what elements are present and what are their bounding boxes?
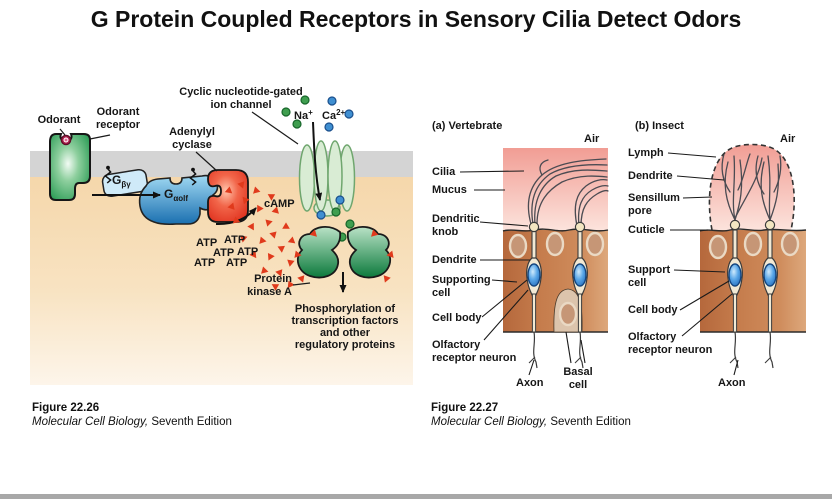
mucus-layer — [503, 148, 608, 230]
figure-22-27-caption: Figure 22.27 Molecular Cell Biology, Sev… — [431, 402, 631, 429]
epithelium-surface-line — [502, 228, 609, 232]
caption-number: Figure 22.26 — [32, 402, 100, 414]
ion-flow-arrow — [312, 121, 323, 201]
calcium-ions — [316, 96, 354, 220]
odorant-label: Odorant — [37, 114, 81, 126]
insect-cell-body-label: Cell body — [628, 304, 678, 316]
lymph-label: Lymph — [628, 147, 664, 159]
cilia-bundle — [527, 158, 609, 227]
cyclic-nucleotide-gated-channel — [298, 140, 356, 217]
cuticle-surface-line — [699, 228, 807, 232]
support-cell-nuclei — [708, 231, 800, 260]
sensillum-dashed-outline — [708, 143, 795, 231]
odorant-receptor-label: Odorant receptor — [95, 106, 141, 131]
atp-label: ATP — [213, 247, 235, 259]
panel-a-leader-lines — [459, 170, 586, 376]
panel-a-title: (a) Vertebrate — [432, 120, 503, 132]
figure-22-26-caption: Figure 22.26 Molecular Cell Biology, Sev… — [32, 402, 232, 429]
panel-b-air-label: Air — [780, 133, 796, 145]
phosphorylation-label: Phosphorylation of transcription factors… — [291, 303, 399, 351]
insect-dendrite-label: Dendrite — [628, 170, 673, 182]
odorant-molecule-core — [63, 137, 69, 143]
panel-b-title: (b) Insect — [635, 120, 684, 132]
atp-label: ATP — [226, 257, 248, 269]
panel-a-air-label: Air — [584, 133, 600, 145]
leader-lines — [59, 111, 311, 286]
g-alpha-olf-label: Gαolf — [164, 187, 189, 203]
atp-label: ATP — [224, 234, 246, 246]
atp-label: ATP — [196, 237, 218, 249]
insect-axon-label: Axon — [718, 377, 746, 389]
olfactory-anatomy-drawing — [459, 143, 807, 376]
bottom-window-edge-bar — [0, 494, 832, 499]
caption-edition: Seventh Edition — [547, 415, 631, 428]
dendritic-knob — [574, 221, 586, 233]
caption-book-title: Molecular Cell Biology, — [32, 415, 149, 428]
calcium-label: Ca2+ — [322, 108, 346, 122]
dendritic-knob — [528, 221, 540, 233]
protein-kinase-a-label: Protein kinase A — [247, 273, 292, 298]
camp-label: cAMP — [264, 198, 295, 210]
mucus-label: Mucus — [432, 184, 467, 196]
odorant-receptor-protein — [49, 133, 91, 201]
dendrite-label: Dendrite — [432, 254, 477, 266]
atp-label: ATP — [194, 257, 216, 269]
insect-dendrite-branches — [721, 153, 782, 221]
protein-kinase-a — [292, 226, 396, 283]
caption-number: Figure 22.27 — [431, 402, 499, 414]
dendritic-knob — [729, 219, 741, 231]
g-beta-gamma-label: Gβγ — [112, 173, 131, 189]
cilia-label: Cilia — [432, 166, 456, 178]
caption-edition: Seventh Edition — [148, 415, 232, 428]
sodium-label: Na+ — [294, 108, 313, 122]
adenylyl-cyclase-label: Adenylyl cyclase — [169, 126, 215, 151]
slide-title: G Protein Coupled Receptors in Sensory C… — [90, 6, 742, 32]
axon-label: Axon — [516, 377, 544, 389]
dendritic-knob — [764, 219, 776, 231]
figure-22-26-odorant-signaling-diagram: Odorant Odorant receptor Adenylyl cyclas… — [30, 82, 415, 402]
supporting-cell-nuclei — [508, 231, 605, 327]
adenylyl-cyclase-protein — [207, 169, 249, 223]
cell-body-label: Cell body — [432, 312, 482, 324]
figure-22-27-olfactory-anatomy-diagram: (a) Vertebrate Air Cilia Mucus Dendritic… — [428, 100, 832, 400]
atp-label: ATP — [237, 246, 259, 258]
caption-book-title: Molecular Cell Biology, — [431, 415, 548, 428]
odorant-signaling-drawing — [30, 95, 413, 385]
cuticle-label: Cuticle — [628, 224, 665, 236]
ion-channel-label: Cyclic nucleotide-gated ion channel — [179, 86, 303, 111]
panel-b-leader-lines — [667, 152, 739, 376]
g-beta-gamma-subunit — [101, 168, 149, 198]
